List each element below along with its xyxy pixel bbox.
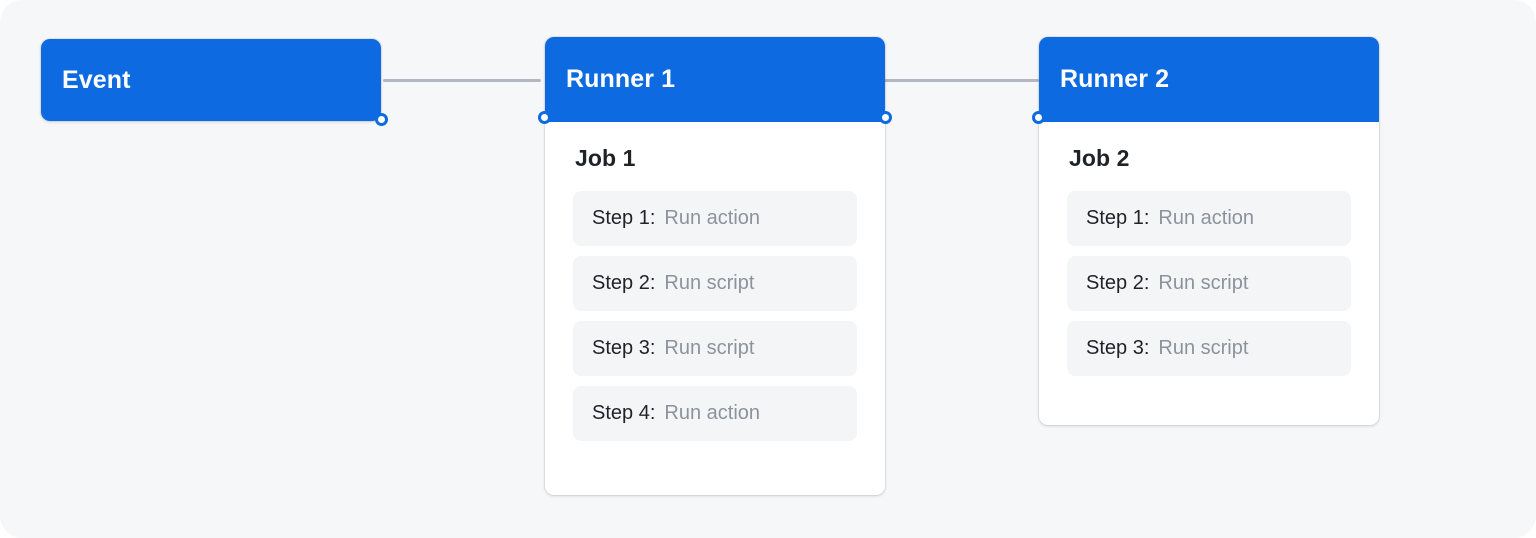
node-runner1-header: Runner 1 xyxy=(545,37,885,122)
step-row[interactable]: Step 4: Run action xyxy=(573,386,857,441)
step-label: Step 3: xyxy=(1086,337,1150,359)
node-runner2-step-list: Step 1: Run action Step 2: Run script St… xyxy=(1067,191,1351,376)
edge-event-to-runner1[interactable] xyxy=(383,79,541,82)
node-runner1-job-title: Job 1 xyxy=(575,145,636,171)
step-row[interactable]: Step 1: Run action xyxy=(1067,191,1351,246)
node-runner2-body: Job 2 Step 1: Run action Step 2: Run scr… xyxy=(1039,122,1379,400)
node-event[interactable]: Event xyxy=(41,39,388,126)
step-label: Step 3: xyxy=(592,337,656,359)
step-value: Run script xyxy=(664,272,755,294)
step-row[interactable]: Step 2: Run script xyxy=(573,256,857,311)
node-runner1[interactable]: Runner 1 Job 1 Step 1: Run action Step 2… xyxy=(538,37,892,495)
step-label: Step 2: xyxy=(1086,272,1150,294)
node-runner1-title: Runner 1 xyxy=(566,65,676,93)
handle-runner1-target[interactable] xyxy=(538,111,551,124)
step-value: Run action xyxy=(664,207,761,229)
step-label: Step 4: xyxy=(592,402,656,424)
step-row[interactable]: Step 1: Run action xyxy=(573,191,857,246)
handle-event-source[interactable] xyxy=(375,113,388,126)
node-runner2-title: Runner 2 xyxy=(1060,65,1170,93)
step-label: Step 1: xyxy=(1086,207,1150,229)
node-runner2-job-title: Job 2 xyxy=(1069,145,1130,171)
node-event-title: Event xyxy=(62,65,131,94)
step-value: Run action xyxy=(1158,207,1255,229)
step-row[interactable]: Step 2: Run script xyxy=(1067,256,1351,311)
node-event-header: Event xyxy=(41,39,381,121)
node-runner2[interactable]: Runner 2 Job 2 Step 1: Run action Step 2… xyxy=(1032,37,1379,425)
node-runner1-step-list: Step 1: Run action Step 2: Run script St… xyxy=(573,191,857,441)
step-value: Run script xyxy=(1158,337,1249,359)
step-value: Run script xyxy=(1158,272,1249,294)
step-row[interactable]: Step 3: Run script xyxy=(1067,321,1351,376)
step-value: Run script xyxy=(664,337,755,359)
node-runner2-header: Runner 2 xyxy=(1039,37,1379,122)
step-label: Step 2: xyxy=(592,272,656,294)
step-value: Run action xyxy=(664,402,761,424)
handle-runner1-source[interactable] xyxy=(879,111,892,124)
step-row[interactable]: Step 3: Run script xyxy=(573,321,857,376)
node-runner1-body: Job 1 Step 1: Run action Step 2: Run scr… xyxy=(545,122,885,465)
edge-runner1-to-runner2[interactable] xyxy=(881,79,1039,82)
handle-runner2-target[interactable] xyxy=(1032,111,1045,124)
step-label: Step 1: xyxy=(592,207,656,229)
